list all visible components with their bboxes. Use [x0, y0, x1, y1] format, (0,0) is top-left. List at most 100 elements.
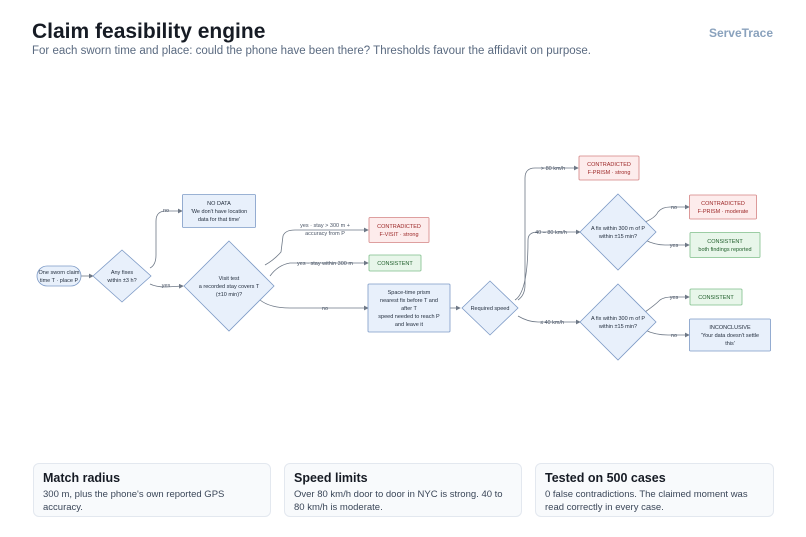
node-label: F-PRISM · strong — [588, 170, 631, 176]
edge-fixlow-inconclusive — [644, 329, 690, 338]
node-label: Space-time prism — [388, 290, 431, 296]
node-label: within ±3 h? — [106, 278, 136, 284]
card-body: Over 80 km/h door to door in NYC is stro… — [294, 489, 503, 513]
edge-label-fixes-yes: yes — [162, 283, 171, 289]
node-shape — [368, 217, 430, 243]
edge-fixes-visit — [149, 283, 184, 289]
node-label: Required speed — [471, 306, 510, 312]
card-tested: Tested on 500 cases 0 false contradictio… — [535, 463, 774, 517]
node-prism: Space-time prism nearest fix before T and… — [367, 283, 451, 333]
edge-label-visit-far: yes · stay > 300 m +accuracy from P — [300, 223, 350, 237]
node-label: F-PRISM · moderate — [698, 209, 749, 215]
node-label: CONTRADICTED — [701, 201, 745, 207]
node-label: and leave it — [395, 322, 424, 328]
node-fix-mid: A fix within 300 m of P within ±15 min? — [579, 193, 657, 271]
node-label: CONTRADICTED — [587, 162, 631, 168]
node-label: time T · place P — [40, 278, 79, 284]
edge-fixmid-fprism-mod — [644, 204, 690, 223]
card-title: Match radius — [43, 471, 121, 485]
node-visit: Visit test a recorded stay covers T (±10 m… — [183, 240, 275, 332]
node-shape — [461, 280, 519, 336]
node-shape — [92, 249, 152, 303]
edge-label-speed-low: ≤ 40 km/h — [540, 320, 564, 326]
card-body: 300 m, plus the phone's own reported GPS… — [43, 489, 225, 513]
node-shape — [182, 194, 256, 228]
node-speed: Required speed — [461, 280, 519, 336]
node-shape — [689, 232, 761, 258]
card-title: Speed limits — [294, 471, 368, 485]
node-label: this' — [725, 341, 735, 347]
edge-label-low-no: no — [671, 333, 677, 339]
edge-fixlow-consistent2 — [644, 294, 690, 313]
node-shape — [579, 193, 657, 271]
edge-speed-fixlow — [517, 315, 581, 325]
edge-label-mid-yes: yes — [670, 243, 679, 249]
page-title: Claim feasibility engine — [32, 20, 266, 43]
node-label: (±10 min)? — [216, 292, 242, 298]
edge-visit-fvisit — [264, 227, 369, 266]
card-match-radius: Match radius 300 m, plus the phone's own… — [33, 463, 271, 517]
node-shape — [689, 194, 757, 220]
node-fvisit: CONTRADICTED F-VISIT · strong — [368, 217, 430, 243]
edge-label-visit-near: yes · stay within 300 m — [297, 261, 353, 267]
node-label: One sworn claim — [39, 270, 80, 276]
node-label: within ±15 min? — [598, 324, 637, 330]
edge-label-fixes-no: no — [163, 208, 169, 214]
node-label: CONSISTENT — [698, 295, 734, 301]
node-label: F-VISIT · strong — [379, 232, 418, 238]
edge-label-speed-mid: 40 – 80 km/h — [535, 230, 567, 236]
info-cards: Match radius 300 m, plus the phone's own… — [33, 463, 774, 519]
node-label: Visit test — [219, 276, 240, 282]
node-fprism-mod: CONTRADICTED F-PRISM · moderate — [689, 194, 757, 220]
node-inconclusive: INCONCLUSIVE 'Your data doesn't settle thi… — [689, 318, 771, 352]
edge-label-low-yes: yes — [670, 295, 679, 301]
node-shape — [578, 155, 640, 181]
edge-label-visit-no: no — [322, 306, 328, 312]
node-label: A fix within 300 m of P — [591, 226, 645, 232]
node-label: a recorded stay covers T — [199, 284, 260, 290]
edge-visit-consistent1 — [269, 260, 369, 277]
node-fix-low: A fix within 300 m of P within ±15 min? — [579, 283, 657, 361]
node-label: 'Your data doesn't settle — [701, 333, 759, 339]
card-title: Tested on 500 cases — [545, 471, 666, 485]
brand-logo: ServeTrace — [708, 26, 773, 40]
node-fprism-strong: CONTRADICTED F-PRISM · strong — [578, 155, 640, 181]
node-shape — [579, 283, 657, 361]
node-label: Any fixes — [111, 270, 134, 276]
node-label: 'We don't have location — [191, 209, 247, 215]
node-shape — [367, 283, 451, 333]
edge-fixes-nodata — [149, 208, 183, 269]
node-label: CONTRADICTED — [377, 224, 421, 230]
node-shape — [689, 288, 743, 306]
node-shape — [689, 318, 771, 352]
edge-label-speed-high: > 80 km/h — [541, 166, 565, 172]
node-nodata: NO DATA 'We don't have location data for t… — [182, 194, 256, 228]
node-label: CONSISTENT — [707, 239, 743, 245]
edge-fixmid-consistent-both — [644, 239, 690, 248]
node-start: One sworn claim time T · place P — [36, 265, 82, 287]
node-consistent-both: CONSISTENT both findings reported — [689, 232, 761, 258]
node-label: speed needed to reach P — [378, 314, 440, 320]
node-label: data for that time' — [198, 217, 240, 223]
edge-label-mid-no: no — [671, 205, 677, 211]
node-label: after T — [401, 306, 417, 312]
node-label: INCONCLUSIVE — [709, 325, 751, 331]
card-body: 0 false contradictions. The claimed mome… — [545, 489, 748, 513]
node-shape — [183, 240, 275, 332]
page-subtitle: For each sworn time and place: could the… — [32, 45, 591, 57]
node-consistent1: CONSISTENT — [368, 254, 422, 272]
node-label: nearest fix before T and — [380, 298, 438, 304]
node-label: CONSISTENT — [377, 261, 413, 267]
node-label: within ±15 min? — [598, 234, 637, 240]
card-speed-limits: Speed limits Over 80 km/h door to door i… — [284, 463, 522, 517]
node-label: A fix within 300 m of P — [591, 316, 645, 322]
node-label: both findings reported — [698, 247, 751, 253]
node-fixes: Any fixes within ±3 h? — [92, 249, 152, 303]
node-label: NO DATA — [207, 201, 231, 207]
node-shape — [368, 254, 422, 272]
edge-speed-fprism-strong — [517, 165, 579, 301]
edge-visit-prism — [259, 299, 369, 311]
node-shape — [36, 265, 82, 287]
node-consistent2: CONSISTENT — [689, 288, 743, 306]
